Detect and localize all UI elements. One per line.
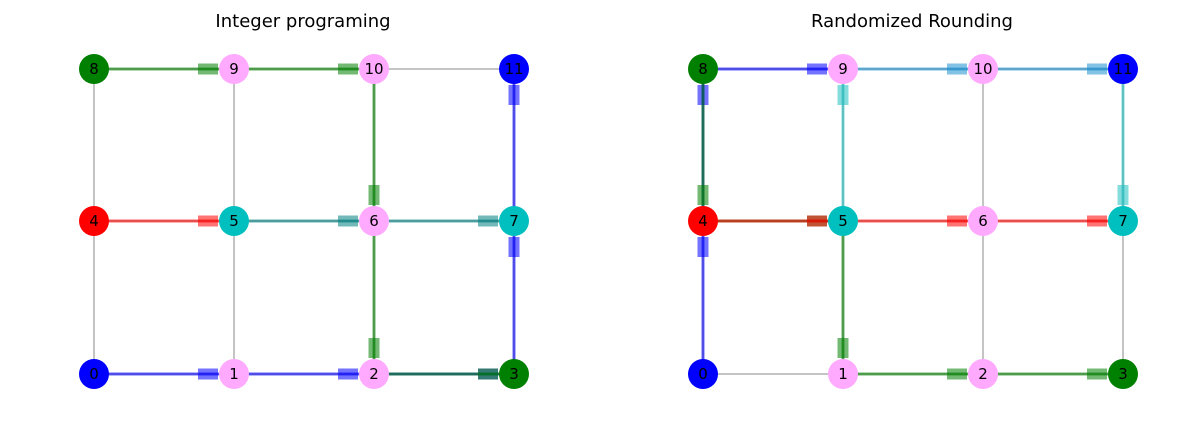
node-3 — [1108, 359, 1138, 389]
node-2 — [359, 359, 389, 389]
node-label-7: 7 — [509, 212, 519, 230]
node-10 — [968, 54, 998, 84]
panel-graph-integer: 0 1 2 3 4 5 6 7 8 9 10 11 — [79, 54, 529, 389]
node-label-9: 9 — [838, 60, 848, 78]
arrow-marker-1-8-9 — [198, 63, 218, 75]
arrow-marker-2-5-6 — [947, 215, 967, 227]
panel-title-integer: Integer programing — [215, 11, 390, 32]
node-label-8: 8 — [698, 60, 708, 78]
node-label-8: 8 — [89, 60, 99, 78]
node-11 — [1108, 54, 1138, 84]
node-7 — [1108, 206, 1138, 236]
arrow-marker-1-2-3 — [478, 368, 498, 380]
node-7 — [499, 206, 529, 236]
arrow-marker-3-5-6 — [338, 215, 358, 227]
node-4 — [688, 206, 718, 236]
node-label-2: 2 — [978, 365, 988, 383]
node-0 — [688, 359, 718, 389]
arrow-marker-2-4-5 — [807, 215, 827, 227]
panel-randomized-rounding: Randomized Rounding 0 1 2 3 4 5 6 7 8 9 10 11 — [688, 11, 1138, 389]
panel-title-rounding: Randomized Rounding — [811, 11, 1013, 32]
arrow-marker-1-2-3 — [1087, 368, 1107, 380]
node-6 — [359, 206, 389, 236]
arrow-marker-1-9-10 — [338, 63, 358, 75]
panel-integer-programing: Integer programing 0 1 2 3 4 5 6 7 8 9 10 11 — [79, 11, 529, 389]
node-label-6: 6 — [978, 212, 988, 230]
node-label-3: 3 — [1118, 365, 1128, 383]
node-10 — [359, 54, 389, 84]
node-9 — [219, 54, 249, 84]
node-label-7: 7 — [1118, 212, 1128, 230]
node-label-10: 10 — [973, 60, 992, 78]
node-label-2: 2 — [369, 365, 379, 383]
node-label-4: 4 — [698, 212, 708, 230]
node-label-9: 9 — [229, 60, 239, 78]
node-label-3: 3 — [509, 365, 519, 383]
arrow-marker-3-10-11 — [1087, 63, 1107, 75]
node-label-1: 1 — [838, 365, 848, 383]
node-1 — [828, 359, 858, 389]
node-5 — [219, 206, 249, 236]
node-label-0: 0 — [698, 365, 708, 383]
node-label-1: 1 — [229, 365, 239, 383]
node-label-5: 5 — [838, 212, 848, 230]
node-2 — [968, 359, 998, 389]
node-6 — [968, 206, 998, 236]
arrow-marker-0-8-9 — [807, 63, 827, 75]
arrow-marker-2-4-5 — [198, 215, 218, 227]
arrow-marker-1-6-2 — [368, 338, 380, 358]
node-11 — [499, 54, 529, 84]
node-3 — [499, 359, 529, 389]
arrow-marker-0-7-11 — [508, 85, 520, 105]
node-0 — [79, 359, 109, 389]
panel-graph-rounding: 0 1 2 3 4 5 6 7 8 9 10 11 — [688, 54, 1138, 389]
arrow-marker-0-1-2 — [338, 368, 358, 380]
arrow-marker-1-10-6 — [368, 185, 380, 205]
arrow-marker-3-6-7 — [478, 215, 498, 227]
arrow-marker-4-11-7 — [1117, 185, 1129, 205]
node-8 — [79, 54, 109, 84]
arrow-marker-2-6-7 — [1087, 215, 1107, 227]
arrow-marker-1-1-2 — [947, 368, 967, 380]
arrow-marker-0-3-7 — [508, 237, 520, 257]
node-5 — [828, 206, 858, 236]
node-label-11: 11 — [504, 60, 523, 78]
arrow-marker-4-5-9 — [837, 85, 849, 105]
node-label-10: 10 — [364, 60, 383, 78]
arrow-marker-1-8-4 — [697, 185, 709, 205]
node-label-11: 11 — [1113, 60, 1132, 78]
node-8 — [688, 54, 718, 84]
node-9 — [828, 54, 858, 84]
node-1 — [219, 359, 249, 389]
node-label-0: 0 — [89, 365, 99, 383]
arrow-marker-3-9-10 — [947, 63, 967, 75]
arrow-marker-0-0-1 — [198, 368, 218, 380]
node-4 — [79, 206, 109, 236]
node-label-6: 6 — [369, 212, 379, 230]
arrow-marker-1-5-1 — [837, 338, 849, 358]
arrow-marker-0-0-4 — [697, 237, 709, 257]
node-label-5: 5 — [229, 212, 239, 230]
node-label-4: 4 — [89, 212, 99, 230]
